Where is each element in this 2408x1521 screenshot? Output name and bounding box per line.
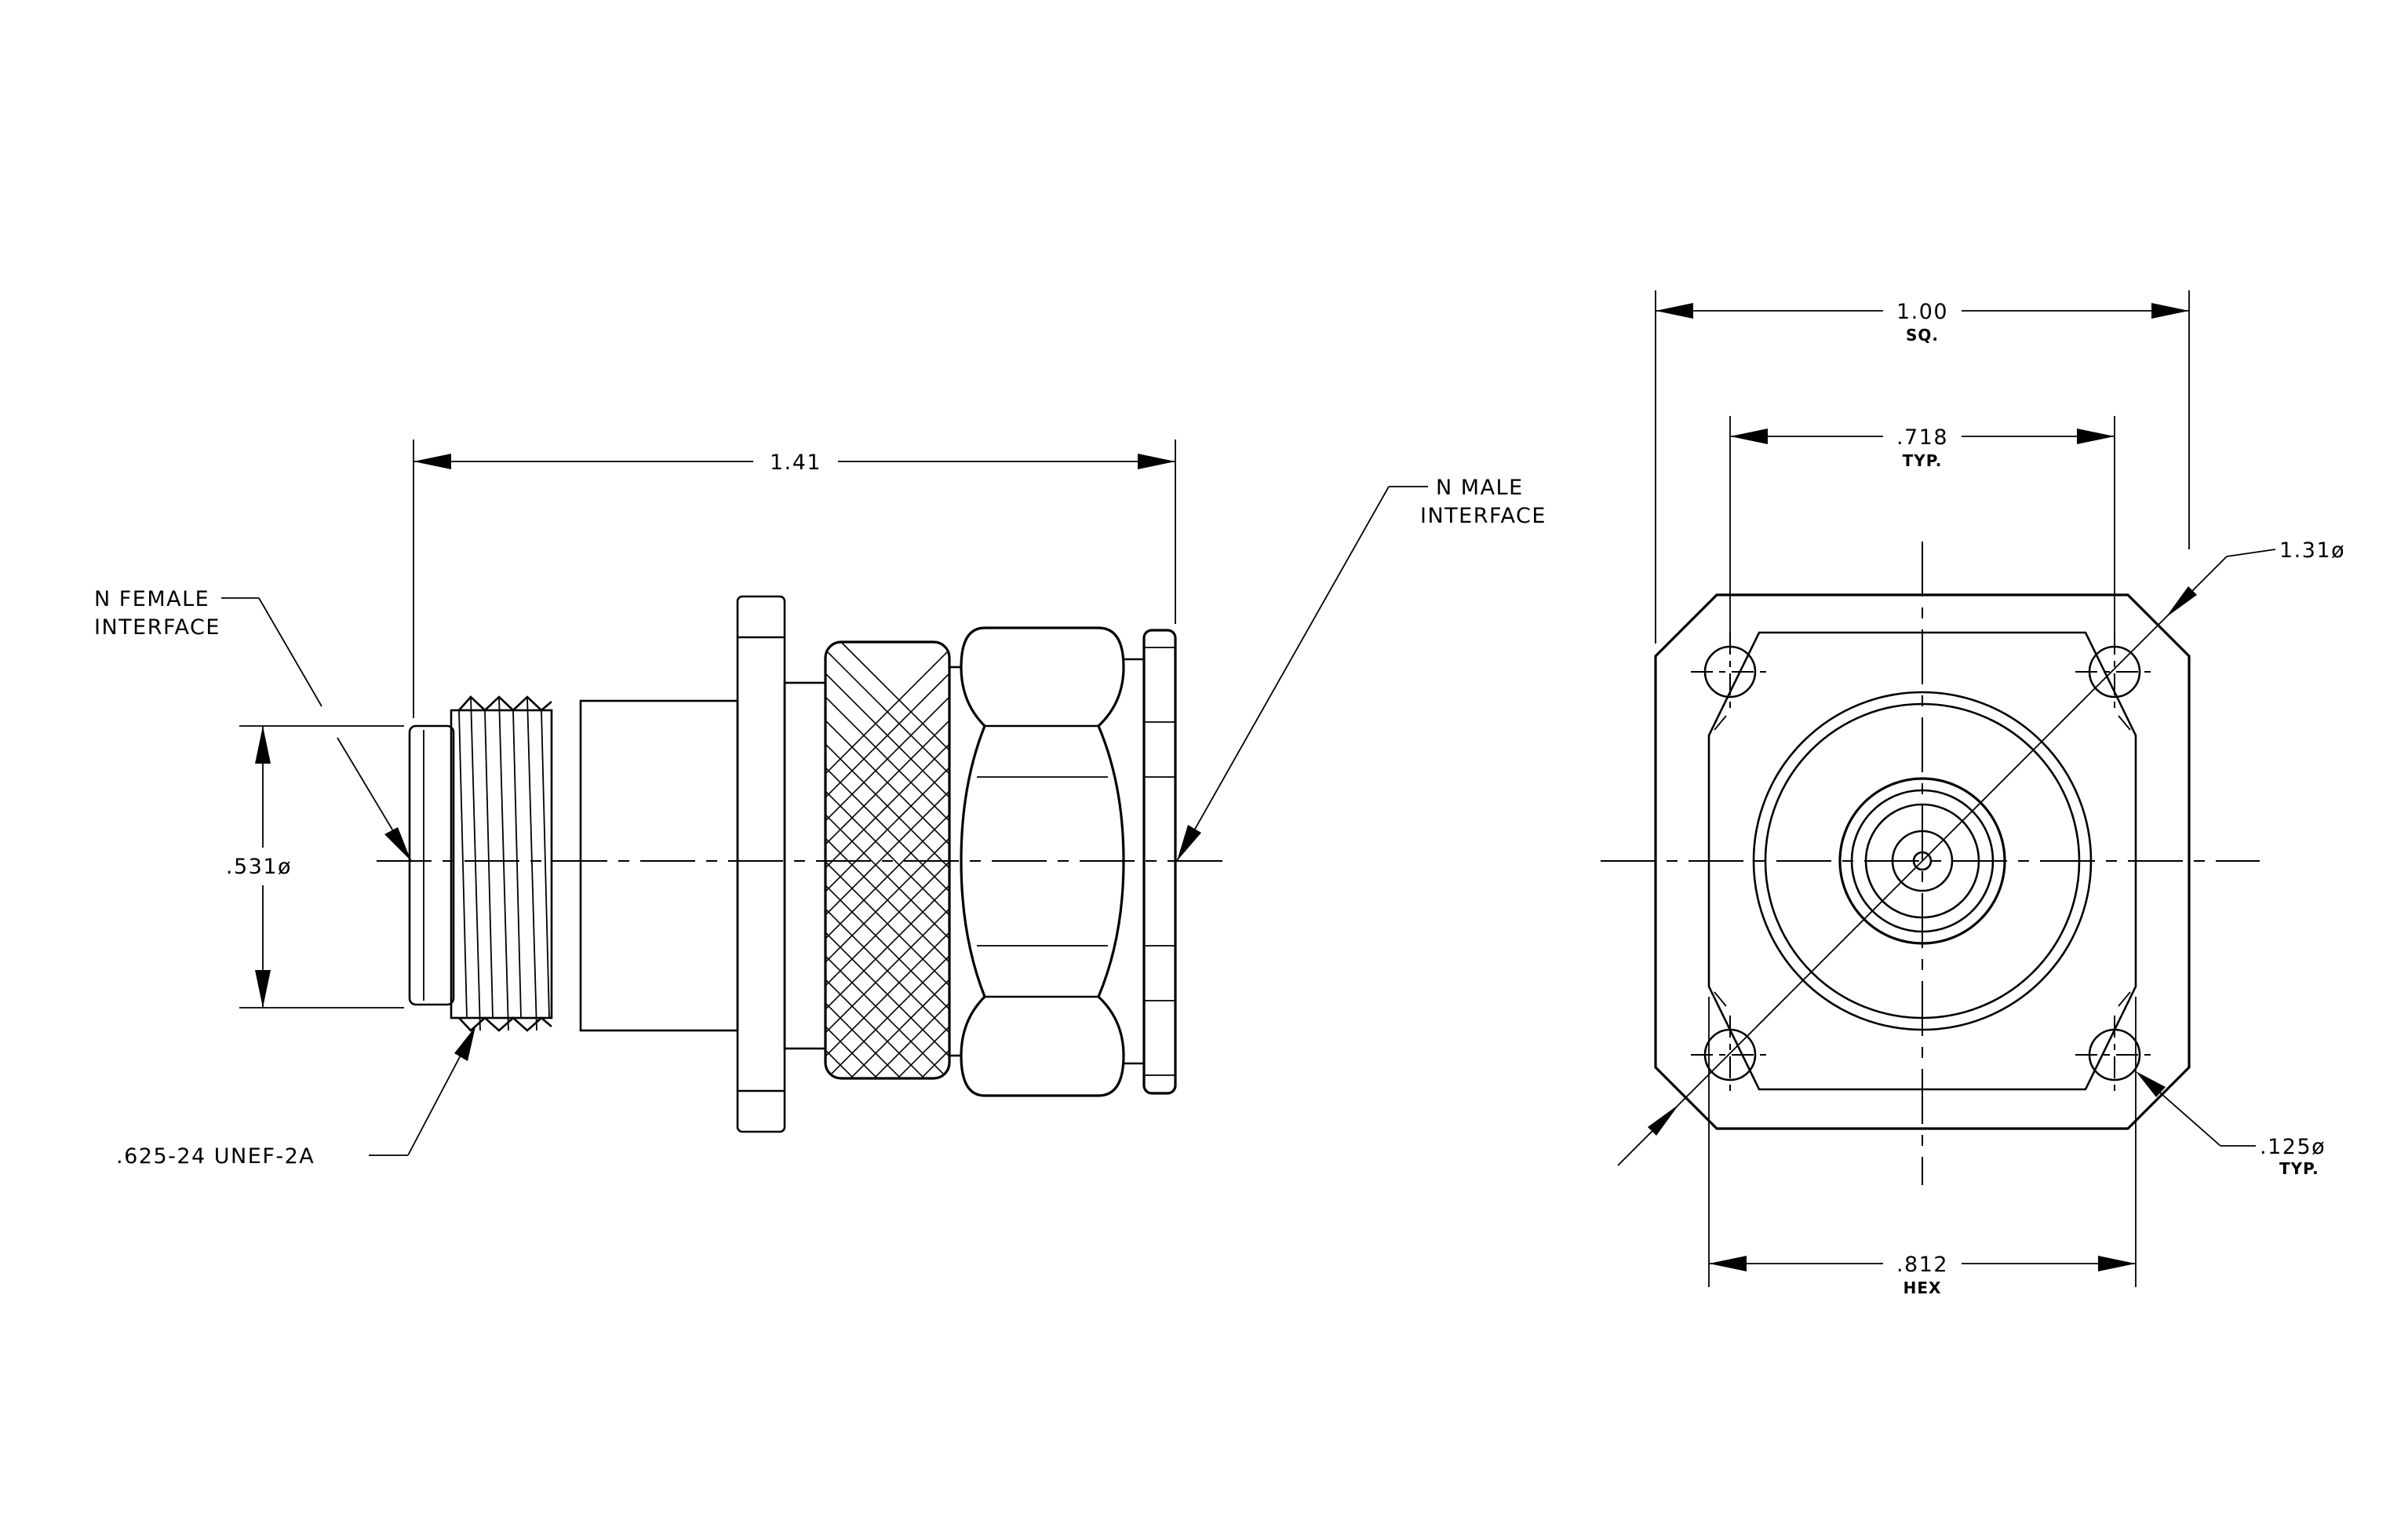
square-flange: [1654, 593, 2191, 1130]
dielectric-circle: [1891, 830, 1954, 892]
thread-section: [450, 695, 553, 1032]
outer-diameter-label: 1.31ø: [2279, 538, 2345, 563]
knurled-coupling-nut: [824, 640, 951, 1080]
female-interface-label-line1: N FEMALE: [94, 587, 209, 611]
mounting-hole-top-left: [1691, 633, 1769, 711]
hole-spacing-note: TYP.: [1903, 451, 1943, 470]
hole-spacing-label: .718: [1896, 425, 1948, 450]
female-interface-callout: N FEMALE INTERFACE: [94, 587, 412, 862]
center-pin: [1912, 851, 1933, 871]
male-interface-callout: N MALE INTERFACE: [1176, 476, 1546, 862]
mounting-hole-bottom-left: [1691, 1016, 1769, 1094]
hex-body: [1707, 631, 2137, 1091]
hex-nut: [949, 626, 1125, 1097]
flange-width-label: 1.00: [1896, 300, 1948, 324]
dimension-hex: .812 HEX: [1708, 997, 2137, 1297]
overall-length-label: 1.41: [770, 450, 821, 475]
flange-plate: [736, 595, 786, 1133]
interface-ring-outer: [1838, 777, 2006, 945]
thread-diameter-label: .531ø: [226, 855, 292, 879]
dimension-flange-width: 1.00 SQ.: [1655, 290, 2190, 644]
dimension-overall-length: 1.41: [413, 440, 1176, 718]
female-interface-body: [408, 724, 455, 1006]
thread-spec-callout: .625-24 UNEF-2A: [116, 1027, 475, 1169]
body-cylinder: [579, 699, 739, 1032]
male-interface-ring: [1124, 629, 1177, 1095]
dimension-outer-diameter: 1.31ø: [1617, 538, 2345, 1166]
side-view: 1.41 .531ø N FEMALE INTERFACE N MALE INT…: [94, 440, 1546, 1169]
hole-diameter-note: TYP.: [2279, 1159, 2319, 1178]
interface-ring-middle: [1850, 789, 1995, 933]
mounting-holes: [1691, 633, 2154, 1094]
thread-spec-label: .625-24 UNEF-2A: [116, 1144, 315, 1169]
male-interface-label-line2: INTERFACE: [1420, 504, 1546, 528]
dimension-hole-diameter: .125ø TYP.: [2136, 1071, 2326, 1178]
dimension-hole-spacing: .718 TYP.: [1729, 416, 2115, 644]
front-view: 1.00 SQ. .718 TYP. 1.31ø .125ø: [1601, 290, 2345, 1297]
hole-diameter-label: .125ø: [2260, 1135, 2326, 1159]
interface-ring-inner: [1864, 803, 1980, 919]
male-interface-label-line1: N MALE: [1436, 476, 1524, 500]
neck: [783, 681, 827, 1050]
mounting-hole-bottom-right: [2075, 1016, 2154, 1094]
hex-note: HEX: [1903, 1278, 1942, 1297]
female-interface-label-line2: INTERFACE: [94, 615, 220, 640]
mounting-hole-top-right: [2075, 633, 2154, 711]
hex-size-label: .812: [1896, 1253, 1948, 1277]
flange-width-note: SQ.: [1906, 326, 1939, 345]
outer-body-circle-inner: [1764, 702, 2081, 1019]
outer-body-circle: [1752, 691, 2093, 1031]
dimension-thread-diameter: .531ø: [226, 725, 404, 1009]
